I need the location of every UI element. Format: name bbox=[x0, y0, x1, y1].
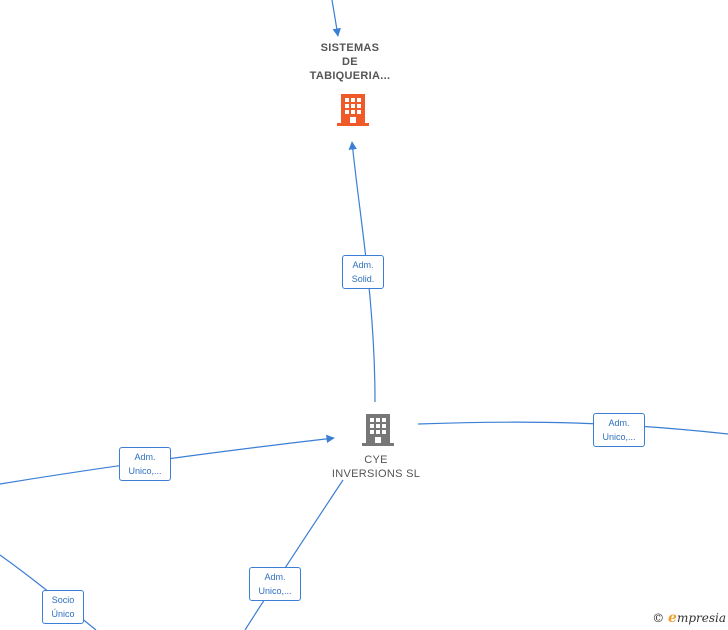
edge-label-line1: Adm. bbox=[264, 572, 286, 582]
node-sistemas-line3: TABIQUERIA... bbox=[309, 70, 391, 82]
node-cye-line1: CYE bbox=[364, 454, 388, 466]
edge-cye-to-right bbox=[417, 421, 728, 435]
node-sistemas-line2: DE bbox=[342, 56, 358, 68]
edge-label-adm-solid[interactable]: Adm. Solid. bbox=[342, 255, 384, 289]
edge-label-socio-unico[interactable]: Socio Único bbox=[42, 590, 84, 624]
edge-label-line2: Unico,... bbox=[602, 432, 636, 442]
edge-label-adm-unico-left[interactable]: Adm. Unico,... bbox=[119, 447, 171, 481]
copyright-symbol: © bbox=[652, 611, 665, 625]
node-sistemas-label[interactable]: SISTEMAS DE TABIQUERIA... bbox=[300, 41, 400, 83]
edge-label-line2: Único bbox=[51, 609, 75, 619]
edge-label-line1: Adm. bbox=[608, 418, 630, 428]
edge-label-line2: Unico,... bbox=[258, 586, 292, 596]
edge-bottom-to-cye bbox=[244, 479, 344, 630]
node-cye-label[interactable]: CYE INVERSIONS SL bbox=[316, 453, 436, 481]
edge-label-line2: Unico,... bbox=[128, 466, 162, 476]
brand-initial: e bbox=[668, 610, 677, 626]
node-cye-line2: INVERSIONS SL bbox=[331, 468, 421, 480]
brand-name: mpresia bbox=[676, 611, 726, 625]
edge-label-line1: Adm. bbox=[134, 452, 156, 462]
empresia-watermark: © empresia bbox=[652, 610, 726, 626]
edge-label-line1: Socio bbox=[51, 595, 75, 605]
node-sistemas-line1: SISTEMAS bbox=[320, 42, 380, 54]
edge-incoming-top bbox=[331, 0, 341, 37]
building-icon[interactable] bbox=[336, 92, 370, 128]
edge-label-line2: Solid. bbox=[351, 274, 375, 284]
building-icon[interactable] bbox=[361, 412, 395, 448]
edge-label-line1: Adm. bbox=[352, 260, 374, 270]
edge-label-adm-unico-right[interactable]: Adm. Unico,... bbox=[593, 413, 645, 447]
edge-label-adm-unico-bottom[interactable]: Adm. Unico,... bbox=[249, 567, 301, 601]
